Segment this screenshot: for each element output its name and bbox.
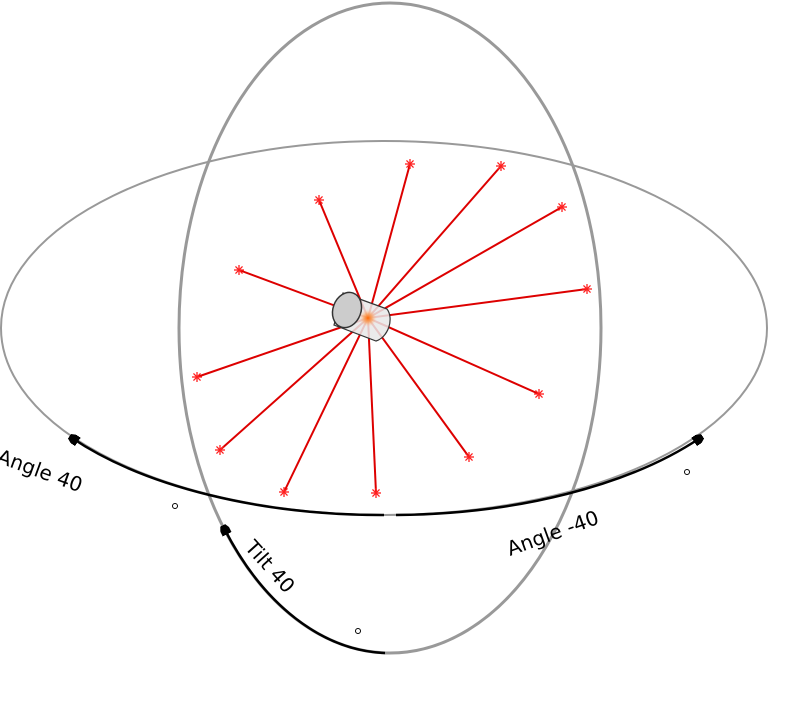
angle-left-arrow xyxy=(72,438,385,517)
laser-ray xyxy=(367,317,470,458)
degree-mark-right xyxy=(684,469,690,475)
laser-ray xyxy=(367,163,411,319)
light-source-glow xyxy=(359,309,377,327)
tilt-label: Tilt 40 xyxy=(240,535,300,598)
ray-endpoint-star-icon xyxy=(371,488,381,498)
degree-mark-tilt xyxy=(355,628,361,634)
ray-endpoint-star-icon xyxy=(215,445,225,455)
laser-ray xyxy=(367,206,563,319)
ray-endpoint-star-icon xyxy=(314,195,324,205)
emitter-cylinder xyxy=(331,291,391,342)
laser-ray xyxy=(219,317,369,451)
ray-endpoint-star-icon xyxy=(534,389,544,399)
ray-endpoint-star-icon xyxy=(557,202,567,212)
ray-endpoint-star-icon xyxy=(496,161,506,171)
ray-endpoint-star-icon xyxy=(192,372,202,382)
laser-ray xyxy=(283,317,369,493)
ray-endpoint-star-icon xyxy=(582,284,592,294)
angle-left-label: Angle 40 xyxy=(0,444,86,497)
laser-ray xyxy=(367,288,588,319)
degree-mark-left xyxy=(172,503,178,509)
vertical-orbit xyxy=(177,1,603,655)
laser-ray xyxy=(367,317,540,395)
angle-right-arrow xyxy=(395,438,700,517)
ray-endpoint-star-icon xyxy=(234,265,244,275)
laser-ray xyxy=(196,317,369,378)
ray-endpoint-star-icon xyxy=(279,487,289,497)
laser-ray xyxy=(367,165,502,319)
tilt-arrow xyxy=(224,528,386,655)
ray-endpoint-star-icon xyxy=(464,452,474,462)
laser-rays xyxy=(192,159,592,498)
angle-right-label: Angle -40 xyxy=(504,505,602,560)
ray-endpoint-star-icon xyxy=(405,159,415,169)
laser-ray xyxy=(367,317,377,494)
